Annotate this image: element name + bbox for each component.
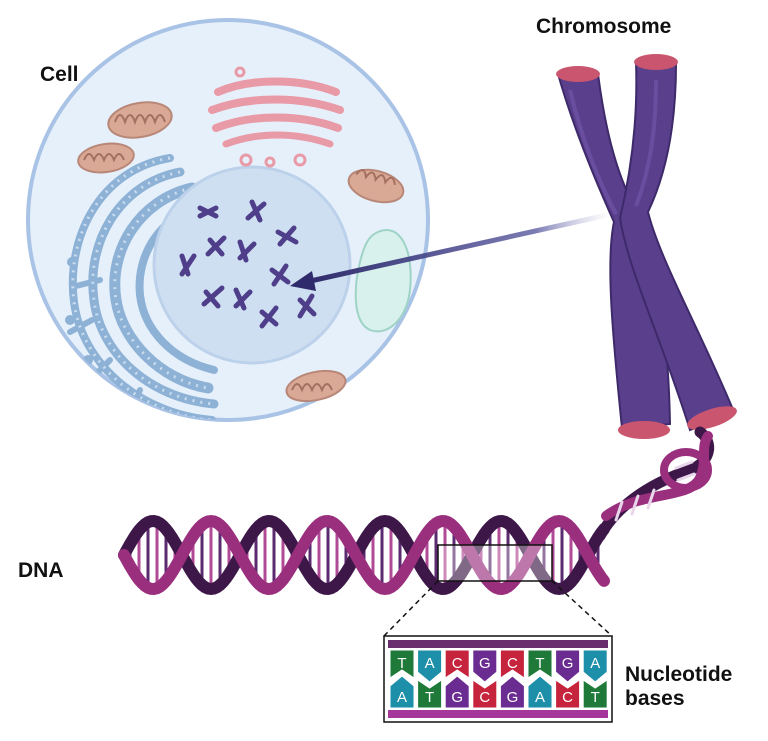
nucleotide-base-G bbox=[555, 649, 581, 683]
zoom-line-right bbox=[551, 580, 613, 637]
mitochondrion bbox=[107, 101, 173, 139]
nucleotide-letter: A bbox=[397, 689, 407, 706]
nucleotide-letter: C bbox=[452, 655, 463, 672]
dna-strand-back bbox=[118, 514, 610, 596]
label-cell: Cell bbox=[40, 63, 79, 86]
vacuole bbox=[354, 229, 412, 333]
nucleotide-base-A bbox=[389, 675, 415, 709]
telomere bbox=[556, 66, 600, 82]
nucleus-chromosomes bbox=[179, 199, 317, 329]
telomere bbox=[687, 406, 737, 430]
nucleotide-letter: A bbox=[425, 655, 435, 672]
telomere bbox=[634, 54, 678, 70]
nucleotide-letter: A bbox=[535, 689, 545, 706]
nucleotide-base-C bbox=[472, 679, 498, 709]
label-chromosome: Chromosome bbox=[536, 15, 672, 38]
nucleotide-base-C bbox=[555, 679, 581, 709]
nucleotide-letter: G bbox=[451, 689, 463, 706]
label-nucleotide-line2: bases bbox=[625, 687, 685, 711]
nucleotide-letter: T bbox=[397, 655, 406, 672]
nucleotide-letter: C bbox=[507, 655, 518, 672]
nucleotide-letter: G bbox=[479, 655, 491, 672]
mitochondrion bbox=[285, 369, 347, 403]
nucleotide-base-G bbox=[499, 675, 525, 709]
label-dna: DNA bbox=[18, 559, 64, 582]
dna-strand-front bbox=[118, 514, 610, 596]
cell bbox=[26, 18, 430, 422]
nucleotide-letter: C bbox=[479, 689, 490, 706]
nucleotide-base-T bbox=[582, 679, 608, 709]
nucleotide-base-G bbox=[444, 675, 470, 709]
dna-coil bbox=[594, 426, 714, 542]
nucleotide-letter: T bbox=[425, 689, 434, 706]
nucleotide-letter: T bbox=[535, 655, 544, 672]
nucleotide-base-T bbox=[527, 649, 553, 679]
nucleotide-base-C bbox=[444, 649, 470, 679]
golgi-apparatus bbox=[208, 66, 344, 168]
mitochondrion bbox=[347, 168, 405, 204]
nucleotide-base-C bbox=[499, 649, 525, 679]
zoom-arrow bbox=[290, 211, 613, 291]
mitochondrion bbox=[77, 142, 135, 174]
nucleotide-letter: A bbox=[590, 655, 600, 672]
nucleotide-letter: G bbox=[507, 689, 519, 706]
nucleotide-base-T bbox=[389, 649, 415, 679]
nucleotide-base-T bbox=[417, 679, 443, 709]
label-nucleotide-bases: Nucleotide bases bbox=[625, 663, 732, 711]
backbone-top bbox=[388, 640, 608, 648]
label-nucleotide-line1: Nucleotide bbox=[625, 663, 733, 686]
nucleotide-letter: T bbox=[591, 689, 600, 706]
nucleotide-base-A bbox=[582, 649, 608, 683]
nucleotide-letter: C bbox=[562, 689, 573, 706]
nucleotide-base-A bbox=[417, 649, 443, 683]
dna-zoom-box bbox=[437, 544, 553, 582]
backbone-bottom bbox=[388, 710, 608, 718]
telomere bbox=[618, 421, 670, 439]
nucleotide-base-A bbox=[527, 675, 553, 709]
nucleotide-base-G bbox=[472, 649, 498, 683]
chromosome bbox=[556, 54, 737, 439]
zoom-line-left bbox=[383, 580, 439, 637]
nucleotide-letter: G bbox=[562, 655, 574, 672]
nucleotide-panel-frame bbox=[383, 635, 613, 723]
